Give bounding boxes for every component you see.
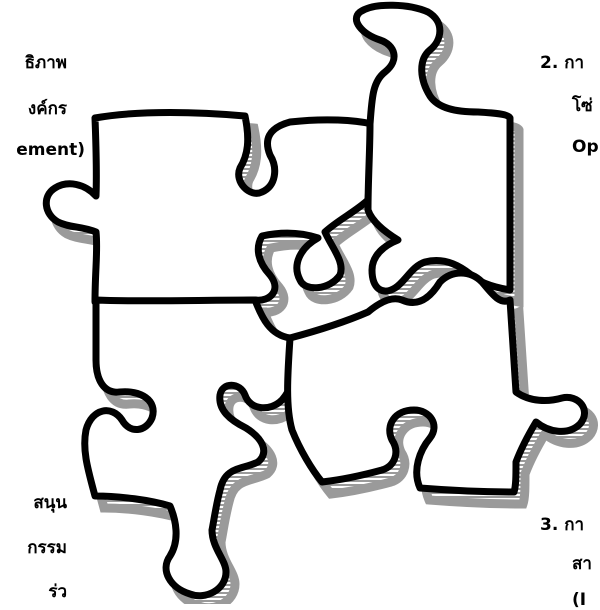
bottom-left-piece [85,300,296,596]
label-top-left-3: ement) [16,140,85,160]
label-top-right-3: Op [572,137,599,157]
label-top-right-2: โซ่ [572,92,593,119]
label-bottom-left-1: สนุน [33,489,67,516]
top-left-piece [46,113,372,303]
label-bottom-left-3: ร่ว [48,578,67,605]
label-top-left-1: ธิภาพ [25,49,67,76]
label-bottom-left-2: กรรม [27,534,67,561]
label-top-right-1: 2. กา [540,49,584,76]
label-bottom-right-1: 3. กา [540,511,584,538]
label-bottom-right-3: (I [572,590,586,610]
label-top-left-2: งค์กร [28,95,67,122]
label-bottom-right-2: สา [572,550,592,577]
bottom-right-piece [288,273,585,492]
